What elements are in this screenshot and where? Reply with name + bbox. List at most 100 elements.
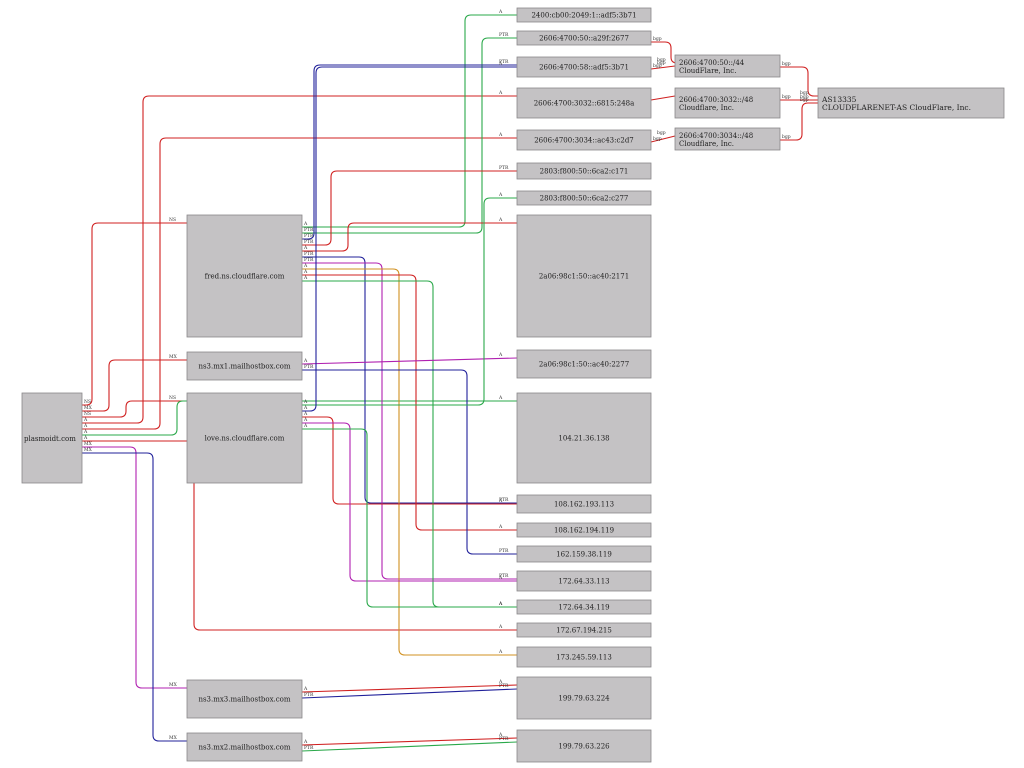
edge-love-to-ip11: AA (302, 411, 517, 505)
edge-line (82, 359, 187, 412)
edge-line (651, 41, 678, 64)
node-ip6[interactable]: 2803:f800:50::6ca2:c171 (516, 162, 652, 180)
node-ip17[interactable]: 173.245.59.113 (516, 646, 652, 668)
node-ip1[interactable]: 2400:cb00:2049:1::adf5:3b71 (516, 7, 652, 23)
node-mx3[interactable]: ns3.mx3.mailhostbox.com (186, 679, 303, 719)
node-fred[interactable]: fred.ns.cloudflare.com (186, 214, 303, 338)
edge-label: PTR (499, 573, 509, 579)
edge-line (302, 37, 517, 234)
node-box (186, 351, 303, 381)
edge-line (302, 256, 517, 504)
node-ip5[interactable]: 2606:4700:3034::ac43:c2d7 (516, 129, 652, 151)
edge-love-to-ip3: AA (302, 61, 517, 412)
edge-label: A (303, 411, 308, 417)
node-box (674, 87, 781, 119)
edge-label: MX (169, 682, 178, 688)
edge-label: PTR (499, 736, 509, 742)
node-label: 108.162.194.119 (554, 527, 614, 535)
node-mx1[interactable]: ns3.mx1.mailhostbox.com (186, 351, 303, 381)
edge-line (302, 262, 517, 580)
node-box (186, 679, 303, 719)
node-label: 2606:4700:3032::6815:248a (534, 100, 635, 108)
edge-line (82, 400, 187, 418)
node-box (516, 162, 652, 180)
edge-label: A (303, 221, 308, 227)
node-mx2[interactable]: ns3.mx2.mailhostbox.com (186, 732, 303, 762)
node-ip10[interactable]: 104.21.36.138 (516, 392, 652, 484)
edge-fred-to-ip15: AA (302, 275, 517, 608)
node-ip2[interactable]: 2606:4700:50::a29f:2677 (516, 30, 652, 46)
edge-label: PTR (304, 239, 314, 245)
node-label: 104.21.36.138 (558, 435, 609, 443)
node-ip8[interactable]: 2a06:98c1:50::ac40:2171 (516, 214, 652, 338)
node-ip13[interactable]: 162.159.38.119 (516, 545, 652, 563)
edge-line (302, 280, 517, 608)
node-box (516, 676, 652, 720)
node-label: 2400:cb00:2049:1::adf5:3b71 (531, 12, 636, 20)
edge-label: PTR (304, 251, 314, 257)
edge-label: NS (169, 395, 176, 401)
node-label: 2a06:98c1:50::ac40:2171 (539, 273, 629, 281)
edge-label: A (498, 679, 503, 685)
edge-label: A (303, 245, 308, 251)
edge-fred-to-ip14: PTR PTR (302, 257, 517, 580)
edge-label: PTR (304, 745, 314, 751)
node-ip14[interactable]: 172.64.33.113 (516, 570, 652, 592)
edge-label: PTR (304, 227, 314, 233)
edge-mx1-to-ip9: AA (301, 352, 518, 365)
edge-fred-to-ip6: PTR PTR (302, 165, 517, 246)
node-ip19[interactable]: 199.79.63.226 (516, 729, 652, 763)
node-label: 199.79.63.226 (558, 743, 610, 751)
edge-line (302, 170, 517, 246)
node-ip3[interactable]: 2606:4700:58::adf5:3b71 (516, 56, 652, 78)
node-ip16[interactable]: 172.67.194.215 (516, 622, 652, 638)
edge-label: bgp (657, 57, 666, 63)
node-sublabel: Cloudflare, Inc. (679, 140, 734, 148)
edge-label: PTR (304, 257, 314, 263)
node-label: 2606:4700:3034::/48 (679, 132, 753, 140)
node-label: 108.162.193.113 (554, 501, 614, 509)
node-ip9[interactable]: 2a06:98c1:50::ac40:2277 (516, 349, 652, 379)
node-ip7[interactable]: 2803:f800:50::6ca2:c277 (516, 190, 652, 206)
edge-root-to-ip5: AA (82, 132, 517, 430)
edge-root-to-ip10: AA (82, 395, 517, 436)
node-box (516, 392, 652, 484)
node-ip18[interactable]: 199.79.63.224 (516, 676, 652, 720)
edge-line (301, 737, 518, 746)
edge-label: A (303, 417, 308, 423)
node-box (516, 129, 652, 151)
edge-line (650, 135, 676, 143)
node-ip11[interactable]: 108.162.193.113 (516, 494, 652, 514)
edge-label: A (498, 90, 503, 96)
node-ip4[interactable]: 2606:4700:3032::6815:248a (516, 87, 652, 119)
node-root[interactable]: plasmoidt.com (21, 392, 83, 484)
node-ip12[interactable]: 108.162.194.119 (516, 522, 652, 538)
node-sublabel: CloudFlare, Inc. (679, 67, 736, 75)
edge-fred-to-ip2: PTR PTR (302, 32, 517, 234)
node-label: 172.67.194.215 (556, 627, 612, 635)
edge-love-to-ip14: AA (302, 417, 517, 582)
edge-mx2-to-ip19: PTR PTR (301, 736, 518, 752)
edge-label: MX (169, 354, 178, 360)
node-ip15[interactable]: 172.64.34.119 (516, 599, 652, 615)
node-label: 172.64.34.119 (558, 604, 609, 612)
node-label: 162.159.38.119 (556, 551, 612, 559)
edge-line (302, 66, 517, 412)
node-label: 2606:4700:58::adf5:3b71 (539, 64, 629, 72)
edge-label: A (303, 399, 308, 405)
edge-label: bgp (800, 94, 809, 100)
node-love[interactable]: love.ns.cloudflare.com (186, 392, 303, 484)
node-label: ns3.mx2.mailhostbox.com (198, 744, 290, 752)
edge-line (82, 95, 517, 424)
edge-label: PTR (499, 32, 509, 38)
